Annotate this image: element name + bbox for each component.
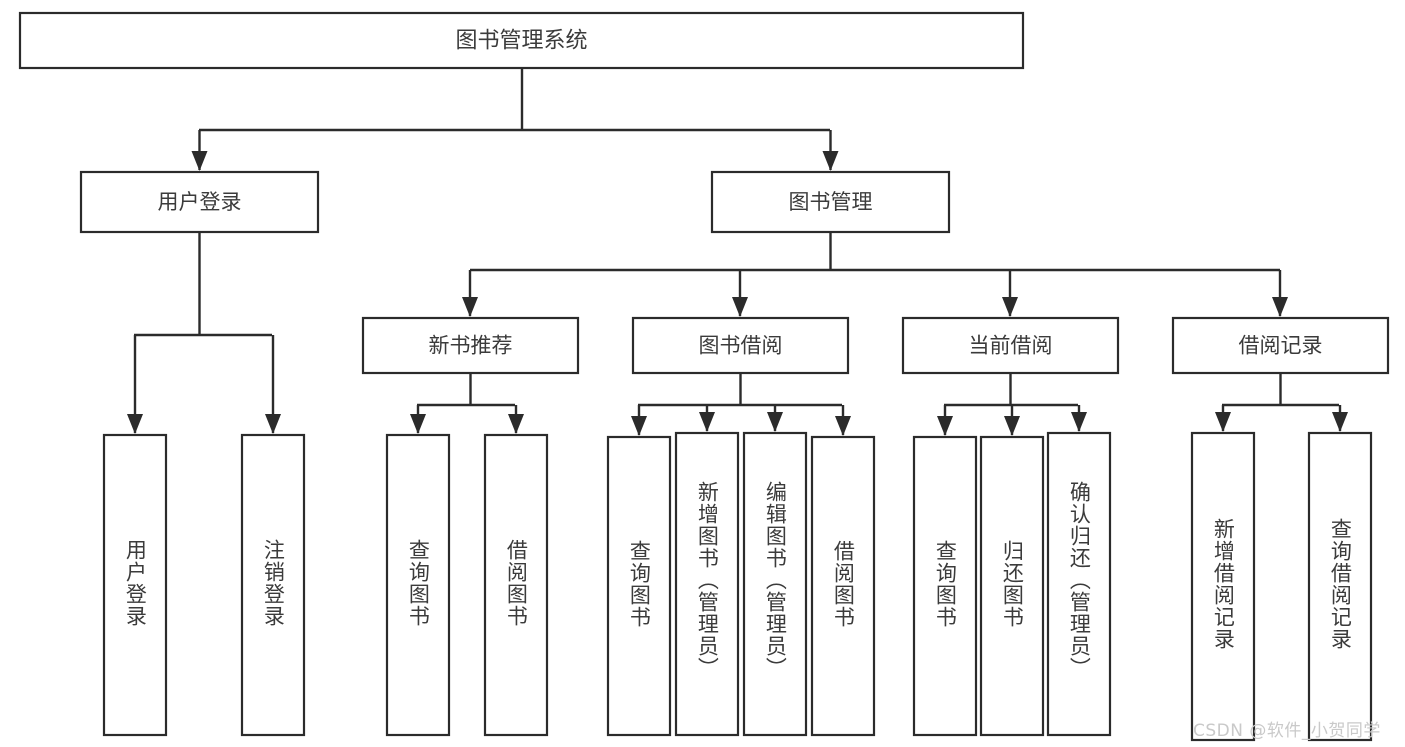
node-label: 图书借阅 xyxy=(699,334,783,358)
node-book-manage[interactable]: 图书管理 xyxy=(710,170,951,234)
node-root[interactable]: 图书管理系统 xyxy=(18,11,1025,70)
node-leaf-borrow-book-2[interactable] xyxy=(810,435,876,737)
node-new-book-recommend[interactable]: 新书推荐 xyxy=(361,316,580,375)
node-leaf-add-record[interactable] xyxy=(1190,431,1256,742)
node-leaf-query-book-3[interactable] xyxy=(912,435,978,737)
node-leaf-user-logout[interactable] xyxy=(240,433,306,737)
node-label: 新书推荐 xyxy=(429,334,513,358)
node-leaf-query-record[interactable] xyxy=(1307,431,1373,742)
node-leaf-query-book-1[interactable] xyxy=(385,433,451,737)
node-leaf-edit-book[interactable] xyxy=(742,431,808,737)
node-leaf-borrow-book-1[interactable] xyxy=(483,433,549,737)
connector-layer xyxy=(127,68,1348,436)
node-book-borrow[interactable]: 图书借阅 xyxy=(631,316,850,375)
node-current-borrow[interactable]: 当前借阅 xyxy=(901,316,1120,375)
node-user-login[interactable]: 用户登录 xyxy=(79,170,320,234)
node-leaf-user-login[interactable] xyxy=(102,433,168,737)
node-leaf-return-book[interactable] xyxy=(979,435,1045,737)
node-borrow-record[interactable]: 借阅记录 xyxy=(1171,316,1390,375)
node-label: 借阅记录 xyxy=(1239,334,1323,358)
node-label: 图书管理系统 xyxy=(455,29,587,54)
node-leaf-add-book[interactable] xyxy=(674,431,740,737)
node-leaf-confirm-return[interactable] xyxy=(1046,431,1112,737)
node-label: 用户登录 xyxy=(158,190,242,214)
csdn-watermark: CSDN @软件_小贺同学 xyxy=(1193,721,1381,741)
node-leaf-query-book-2[interactable] xyxy=(606,435,672,737)
node-label: 图书管理 xyxy=(789,190,873,214)
node-label: 当前借阅 xyxy=(969,334,1053,358)
